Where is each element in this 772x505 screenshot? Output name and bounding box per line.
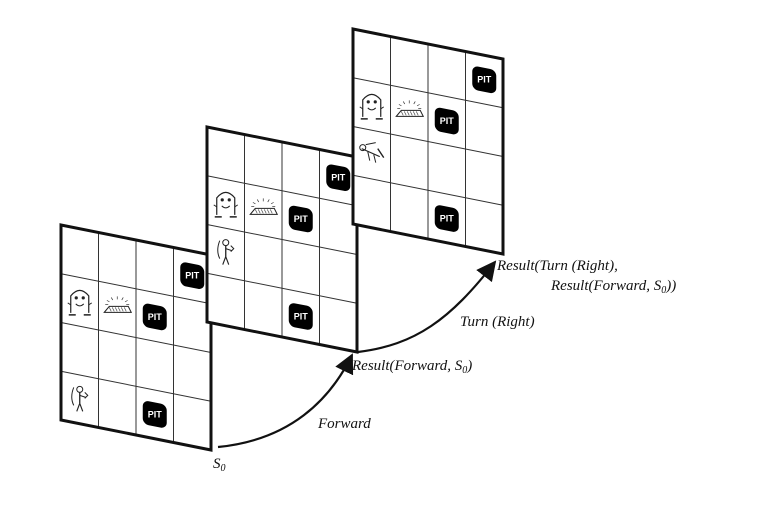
label-result-turn-line1: Result(Turn (Right), [497,258,618,274]
grid-line [352,126,504,157]
pit-1: PIT [142,303,167,331]
pit-label: PIT [331,173,346,183]
arrow-forward [217,353,354,449]
pit-label: PIT [440,116,455,126]
arrows-layer [217,260,497,449]
board-frame [205,125,359,354]
agent-icon [359,142,385,163]
pit-2: PIT [434,205,459,232]
label-forward: Forward [318,416,371,432]
gold-icon [103,296,133,313]
agent-icon [217,239,235,265]
grid-line [60,322,212,353]
grid-line [206,272,358,304]
grid-line [352,174,504,206]
pit-label: PIT [440,213,455,223]
pit-0: PIT [472,66,497,94]
grid-line [60,370,212,402]
pit-label: PIT [477,75,492,85]
arrow-turn-right [357,260,497,354]
pit-2: PIT [142,401,167,428]
label-s0: S0 [213,456,226,474]
pit-label: PIT [294,214,309,224]
wumpus-icon [67,289,93,316]
pit-1: PIT [288,205,313,233]
wumpus-icon [359,93,385,120]
board-s0: PIT PIT PIT [59,223,213,452]
grid-line [206,224,358,255]
gold-icon [395,100,425,117]
pit-2: PIT [288,303,313,330]
label-turn-right: Turn (Right) [460,314,535,330]
board-frame [351,27,505,256]
pit-1: PIT [434,107,459,135]
gold-icon [249,198,279,215]
label-result-turn-line2: Result(Forward, S0)) [551,278,677,296]
wumpus-icon [213,191,239,218]
agent-icon [71,385,89,412]
board-frame [59,223,213,452]
boards-layer: PIT PIT PIT PIT PIT PIT PIT PIT PIT [59,27,505,452]
board-after-forward: PIT PIT PIT [205,125,359,354]
board-after-turn-right: PIT PIT PIT [351,27,505,256]
pit-label: PIT [148,409,163,419]
label-result-forward: Result(Forward, S0) [352,358,473,376]
pit-label: PIT [185,271,200,281]
pit-0: PIT [180,262,205,289]
pit-0: PIT [326,164,351,192]
pit-label: PIT [148,312,163,322]
pit-label: PIT [294,311,309,321]
